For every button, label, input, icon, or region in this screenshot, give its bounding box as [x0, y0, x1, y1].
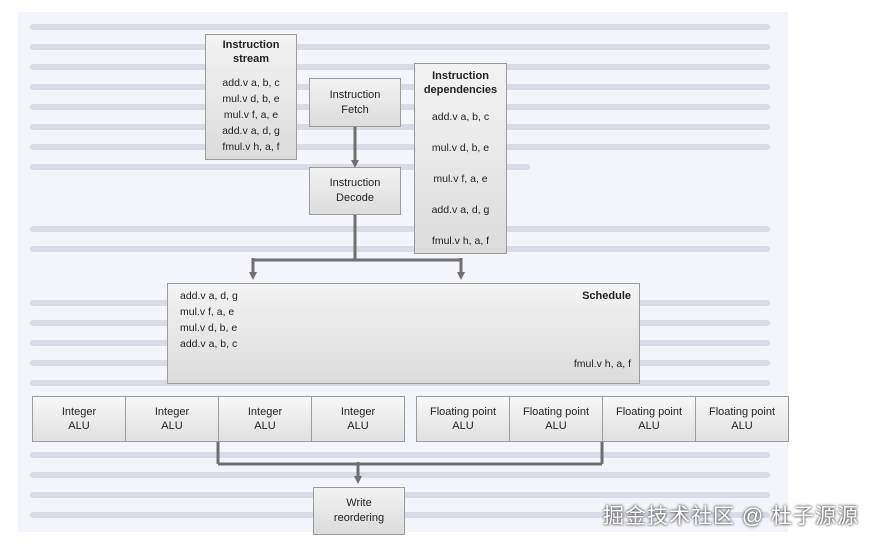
write-reordering-box: Write reordering: [313, 487, 405, 535]
background-text-line: [30, 246, 770, 252]
dependency-item: fmul.v h, a, f: [431, 235, 490, 247]
dependency-item: add.v a, d, g: [431, 204, 490, 216]
instruction-stream-title-line1: Instruction: [222, 39, 280, 51]
alu-label-line1: Floating point: [615, 406, 683, 418]
background-text-line: [30, 144, 770, 150]
instruction-stream-item: mul.v d, b, e: [222, 93, 280, 105]
dependency-item: mul.v f, a, e: [433, 173, 488, 185]
dependency-item: add.v a, b, c: [431, 111, 490, 123]
instruction-stream-item: fmul.v h, a, f: [222, 141, 280, 153]
alu-label-line2: ALU: [731, 420, 753, 432]
instruction-stream-box: Instruction stream add.v a, b, c mul.v d…: [205, 34, 297, 160]
float-alu-2: Floating point ALU: [509, 396, 603, 442]
alu-label-line2: ALU: [638, 420, 660, 432]
decode-line2: Decode: [336, 192, 374, 204]
alu-label-line1: Floating point: [708, 406, 776, 418]
watermark-text: 掘金技术社区 @ 杜子源源: [603, 505, 859, 528]
alu-label-line2: ALU: [545, 420, 567, 432]
write-line2: reordering: [333, 512, 385, 524]
schedule-box: add.v a, d, g mul.v f, a, e mul.v d, b, …: [167, 283, 640, 384]
schedule-pending-item: fmul.v h, a, f: [573, 358, 631, 370]
integer-alu-3: Integer ALU: [218, 396, 312, 442]
background-text-line: [30, 164, 530, 170]
dependency-item: mul.v d, b, e: [431, 142, 490, 154]
instruction-fetch-box: Instruction Fetch: [309, 78, 401, 127]
dependencies-title-line1: Instruction: [432, 70, 489, 82]
instruction-decode-box: Instruction Decode: [309, 167, 401, 215]
scanned-page-background: [18, 12, 788, 532]
instruction-stream-item: add.v a, d, g: [222, 125, 280, 137]
schedule-item: add.v a, d, g: [180, 290, 238, 302]
decode-line1: Instruction: [329, 177, 381, 189]
schedule-item: mul.v d, b, e: [180, 322, 238, 334]
schedule-title: Schedule: [582, 290, 631, 302]
background-text-line: [30, 44, 770, 50]
instruction-stream-item: add.v a, b, c: [222, 77, 280, 89]
instruction-stream-title-line2: stream: [232, 53, 270, 65]
float-alu-3: Floating point ALU: [602, 396, 696, 442]
alu-label-line1: Integer: [61, 406, 97, 418]
alu-label-line1: Floating point: [429, 406, 497, 418]
background-text-line: [30, 472, 770, 478]
integer-alu-4: Integer ALU: [311, 396, 405, 442]
background-text-line: [30, 64, 770, 70]
instruction-dependencies-box: Instruction dependencies add.v a, b, c m…: [414, 63, 507, 254]
alu-label-line2: ALU: [254, 420, 276, 432]
alu-label-line1: Integer: [247, 406, 283, 418]
background-text-line: [30, 24, 770, 30]
schedule-item: mul.v f, a, e: [180, 306, 235, 318]
fetch-line1: Instruction: [329, 88, 381, 101]
schedule-item: add.v a, b, c: [180, 338, 238, 350]
alu-label-line2: ALU: [347, 420, 369, 432]
alu-label-line1: Integer: [154, 406, 190, 418]
float-alu-4: Floating point ALU: [695, 396, 789, 442]
alu-label-line2: ALU: [68, 420, 90, 432]
background-text-line: [30, 124, 770, 130]
alu-label-line2: ALU: [452, 420, 474, 432]
alu-label-line1: Integer: [340, 406, 376, 418]
instruction-stream-item: mul.v f, a, e: [223, 109, 279, 121]
dependencies-title-line2: dependencies: [423, 84, 498, 96]
integer-alu-1: Integer ALU: [32, 396, 126, 442]
background-text-line: [30, 452, 770, 458]
alu-label-line2: ALU: [161, 420, 183, 432]
integer-alu-2: Integer ALU: [125, 396, 219, 442]
write-line1: Write: [346, 497, 372, 509]
fetch-line2: Fetch: [341, 103, 369, 116]
float-alu-1: Floating point ALU: [416, 396, 510, 442]
alu-label-line1: Floating point: [522, 406, 590, 418]
background-text-line: [30, 226, 770, 232]
